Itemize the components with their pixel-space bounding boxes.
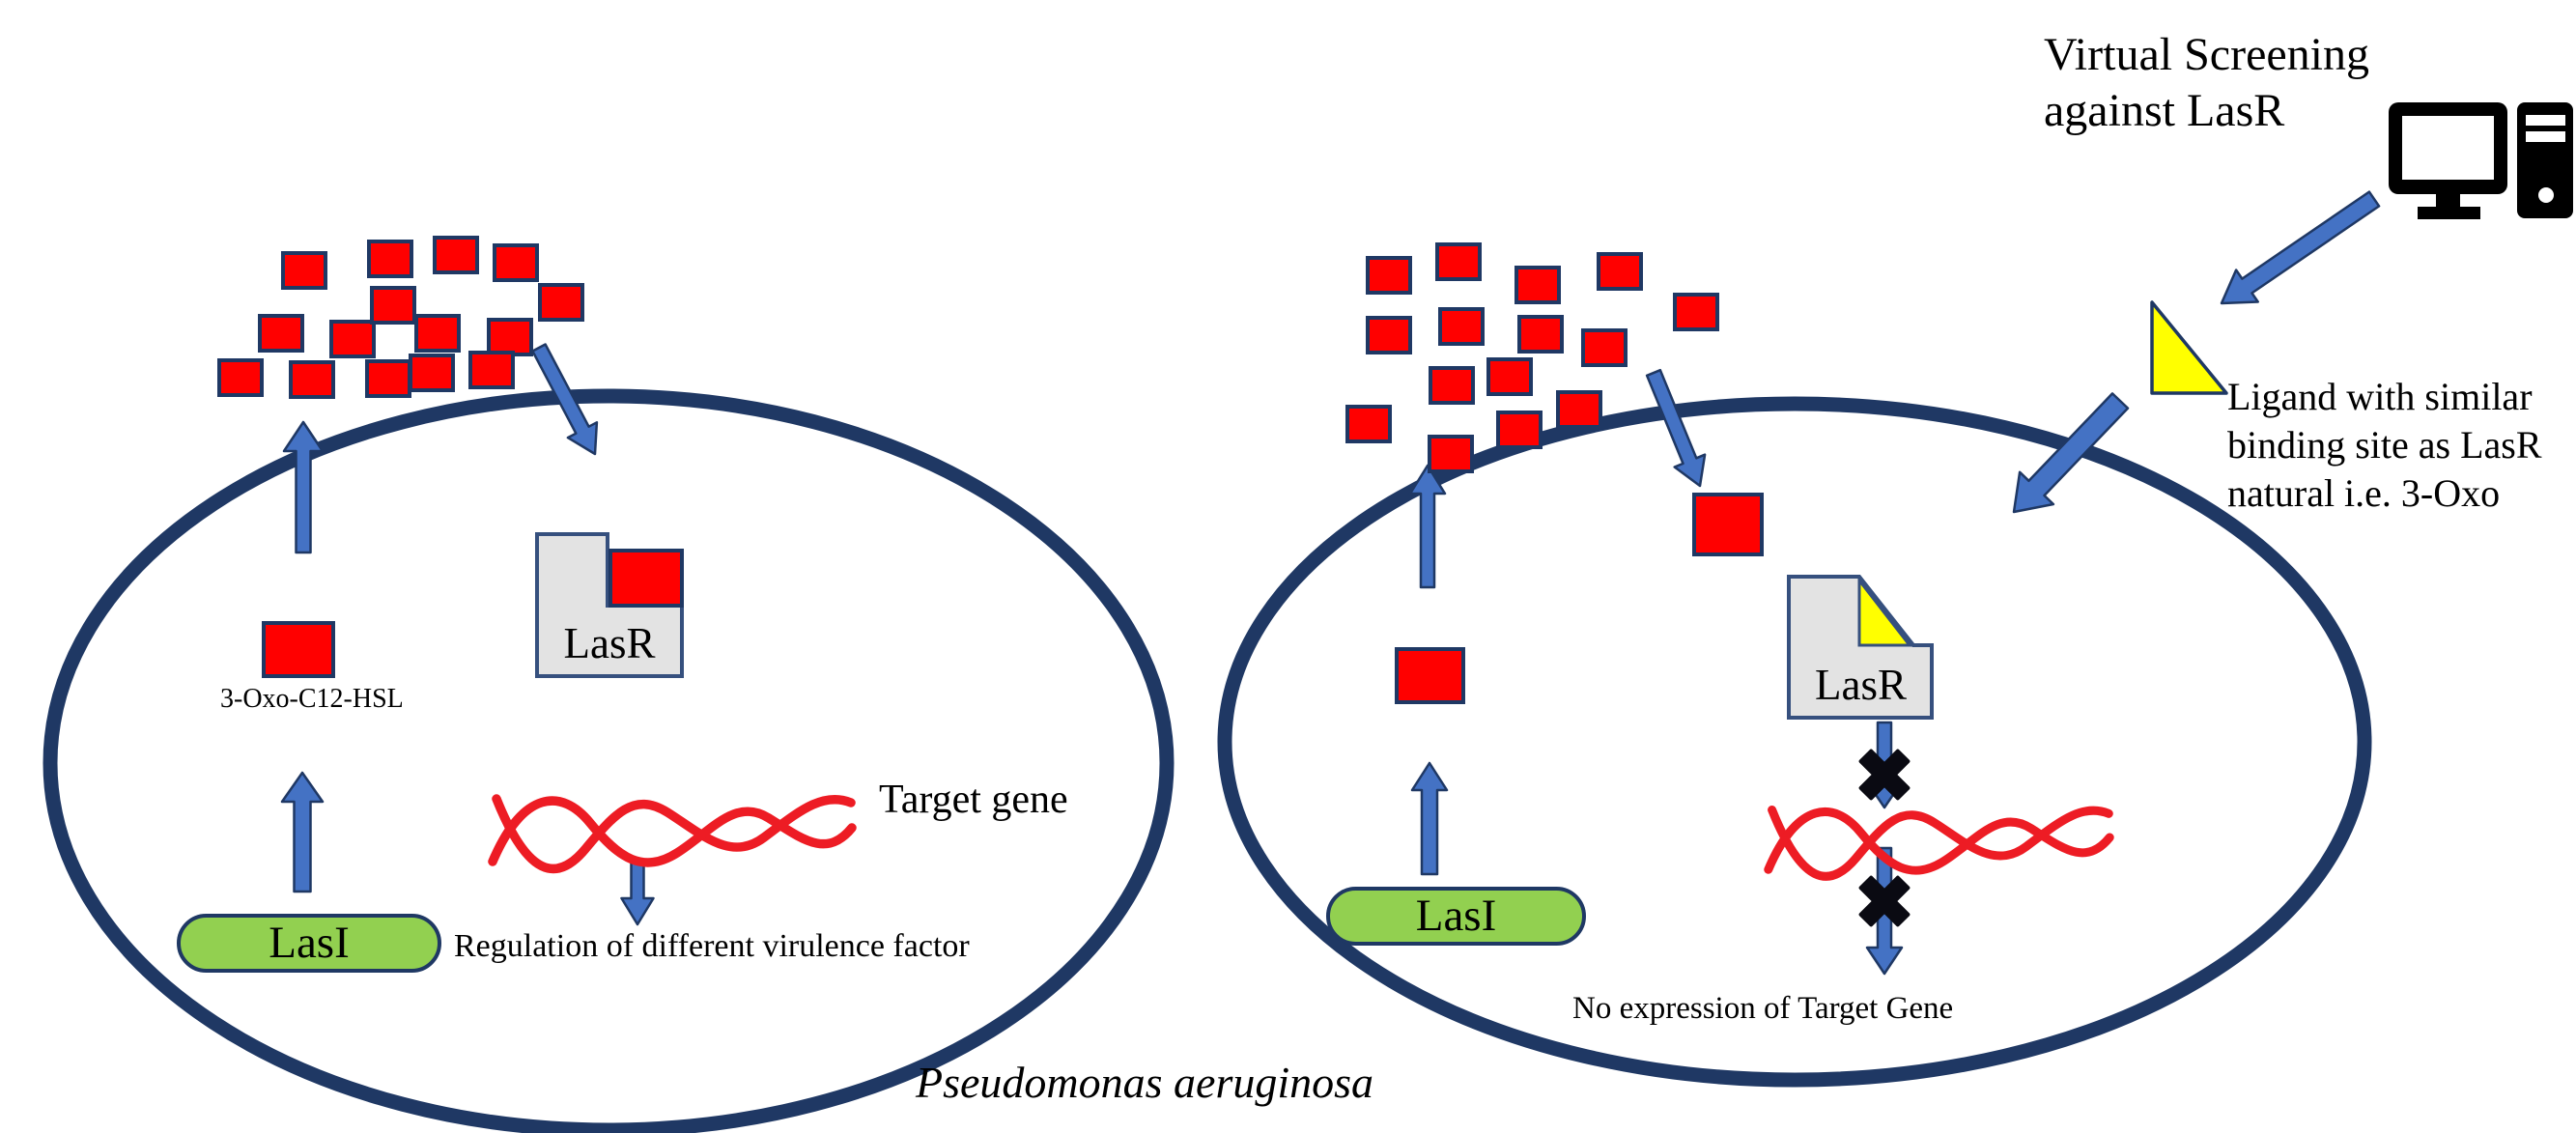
signal-molecule (370, 286, 416, 325)
signal-molecule (281, 251, 327, 290)
ligand-note-label: Ligand with similar binding site as LasR… (2227, 375, 2542, 515)
right-lasr-label: LasR (1815, 661, 1907, 709)
signal-molecule (1345, 405, 1392, 443)
left-lasr-receptor (535, 532, 684, 678)
autoinducer-name-label: 3-Oxo-C12-HSL (220, 684, 404, 714)
right-entered-molecule (1692, 493, 1764, 556)
signal-molecule (1597, 252, 1643, 291)
signal-molecule (433, 236, 479, 274)
signal-molecule (1366, 256, 1412, 295)
signal-molecule (365, 359, 411, 398)
right-signal-molecule-cluster (1345, 242, 1719, 473)
right-autoinducer-molecule (1395, 647, 1465, 704)
signal-molecule (1673, 293, 1719, 331)
signal-molecule (1496, 411, 1543, 449)
signal-molecule (493, 243, 539, 282)
right-lasi-label: LasI (1415, 891, 1497, 941)
desktop-computer-icon (2389, 102, 2573, 219)
right-entry-arrow (1645, 368, 1707, 488)
left-signal-molecule-cluster (217, 236, 584, 399)
bound-ligand-triangle (1857, 576, 1913, 647)
signal-molecule (1556, 390, 1602, 429)
no-expression-label: No expression of Target Gene (1572, 991, 1954, 1026)
signal-molecule (258, 314, 304, 353)
target-gene-label: Target gene (879, 778, 1068, 822)
signal-molecule (1366, 316, 1412, 354)
regulation-label: Regulation of different virulence factor (454, 928, 970, 964)
left-lasr-label: LasR (563, 619, 656, 667)
signal-molecule (1581, 328, 1628, 367)
right-lasi-synthesis-arrow (1410, 761, 1449, 876)
right-lasi-pill (1326, 887, 1586, 946)
signal-molecule (1517, 315, 1564, 354)
left-lasi-synthesis-arrow (280, 771, 325, 893)
signal-molecule (409, 354, 455, 392)
computer-to-ligand-arrow (2220, 190, 2381, 305)
signal-molecule (1438, 307, 1485, 346)
right-secretion-arrow (1408, 464, 1447, 589)
left-cell-membrane (42, 388, 1175, 1133)
signal-molecule (468, 351, 515, 389)
left-entry-arrow (531, 343, 599, 456)
left-lasi-pill (177, 914, 441, 973)
left-autoinducer-molecule (262, 621, 335, 678)
left-lasi-label: LasI (269, 918, 350, 968)
lasr-protein-shape (1787, 575, 1934, 720)
signal-molecule (1486, 357, 1533, 396)
signal-molecule (367, 240, 413, 278)
signal-molecule (1428, 435, 1474, 473)
signal-molecule (289, 360, 335, 399)
signal-molecule (414, 314, 461, 353)
ligand-to-cell-arrow (2012, 392, 2130, 514)
yellow-triangle-ligand-icon (2150, 300, 2228, 395)
signal-molecule (329, 320, 376, 358)
organism-label: Pseudomonas aeruginosa (916, 1058, 1374, 1107)
signal-molecule (1435, 242, 1482, 281)
signal-molecule (487, 318, 533, 356)
right-cell-membrane (1217, 396, 2372, 1088)
bound-autoinducer (609, 549, 684, 608)
virtual-screening-label: Virtual Screening against LasR (2044, 29, 2370, 136)
signal-molecule (1514, 266, 1561, 304)
left-secretion-arrow (282, 420, 325, 554)
signal-molecule (1429, 366, 1475, 405)
signal-molecule (538, 283, 584, 322)
right-lasr-receptor (1787, 575, 1934, 720)
signal-molecule (217, 358, 264, 397)
